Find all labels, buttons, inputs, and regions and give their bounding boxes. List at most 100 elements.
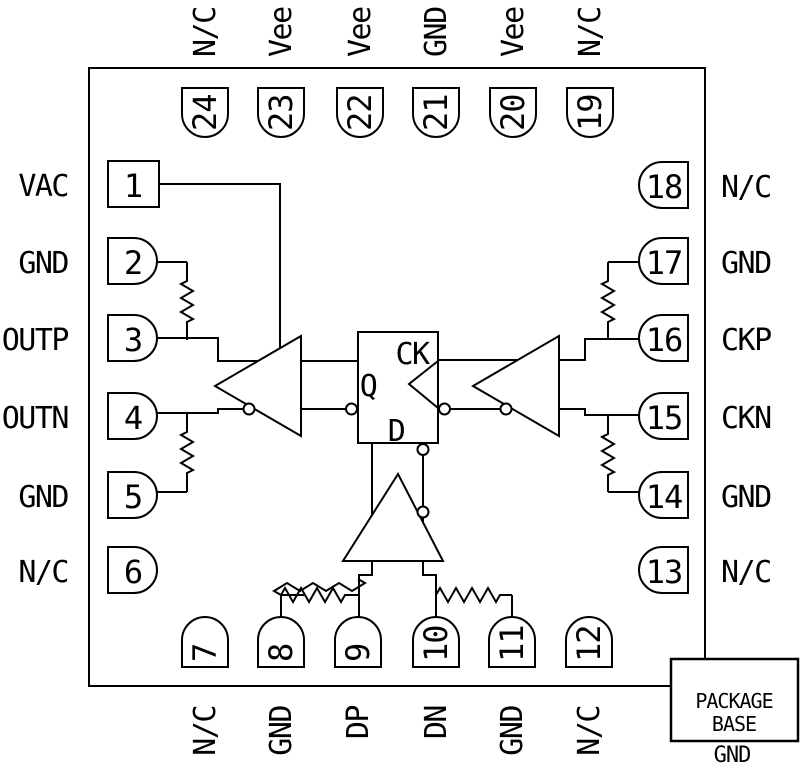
pin-8-pad <box>257 616 305 668</box>
pin-20-number: 20 <box>494 94 532 131</box>
pin-19-number: 19 <box>571 94 609 131</box>
pin-22-name: Vee <box>343 7 378 57</box>
inversion-bubble-dataamp <box>416 505 430 519</box>
pin-16-pad <box>638 314 689 362</box>
pin-20: 20 Vee <box>489 7 537 138</box>
clock-buffer-triangle <box>471 334 560 438</box>
pin-3-name: OUTP <box>2 323 69 358</box>
pin-19: 19 N/C <box>566 7 614 138</box>
pin-13-number: 13 <box>646 553 683 591</box>
package-base-ground-label: GND <box>714 743 751 764</box>
pin-9-pad <box>334 616 382 668</box>
pin-12-number: 12 <box>570 625 608 662</box>
pin-7: 7 N/C <box>181 616 229 756</box>
pin-1: 1 VAC <box>18 160 160 208</box>
resistor-dn-gnd11-zigzag <box>435 585 512 605</box>
resistor-outn-gnd5 <box>178 413 196 492</box>
pin-3: 3 OUTP <box>2 314 158 362</box>
resistor-gnd8-dp-zigzag <box>280 585 359 605</box>
pin-6: 6 N/C <box>18 546 158 594</box>
wire-vac <box>159 183 281 348</box>
pin-24-name: N/C <box>188 7 223 57</box>
pin-2: 2 GND <box>18 237 158 285</box>
pin-2-number: 2 <box>124 244 142 282</box>
pin-22-number: 22 <box>341 94 379 131</box>
pin-14-pad <box>638 471 689 519</box>
pin-5-number: 5 <box>124 478 142 516</box>
pin-6-name: N/C <box>18 555 68 590</box>
pin-9: 9 DP <box>334 616 382 739</box>
pin-9-number: 9 <box>339 644 377 662</box>
resistor-gnd2-outp <box>178 262 196 340</box>
pin-21-pad <box>412 87 460 138</box>
pin-8-name: GND <box>264 706 299 756</box>
pin-23-number: 23 <box>262 94 300 131</box>
pin-20-pad <box>489 87 537 138</box>
pin-17-name: GND <box>721 246 771 281</box>
flipflop-d-label: D <box>388 414 405 449</box>
pin-23-pad <box>257 87 305 138</box>
pin-7-number: 7 <box>186 644 224 662</box>
pin-1-pad <box>107 160 160 208</box>
d-flipflop-box <box>357 331 439 444</box>
inversion-bubble-ckbar <box>438 402 451 416</box>
pin-10-pad <box>412 616 460 668</box>
clock-edge-chevron-icon <box>407 360 439 409</box>
pin-11-number: 11 <box>493 625 531 662</box>
pin-12-name: N/C <box>572 706 607 756</box>
pin-13: 13 N/C <box>638 546 772 594</box>
pin-21-name: GND <box>419 7 454 57</box>
output-buffer-triangle <box>213 334 302 438</box>
wire-dn <box>422 561 437 618</box>
pin-14: 14 GND <box>638 471 773 519</box>
resistor-gnd17-ckp <box>599 262 617 339</box>
package-base-line1: PACKAGE <box>695 689 772 713</box>
pin-13-name: N/C <box>721 555 771 590</box>
inversion-bubble-outn <box>242 402 256 416</box>
inversion-bubble-qbar <box>345 402 358 416</box>
pin-12: 12 N/C <box>565 616 613 756</box>
pin-23-name: Vee <box>264 7 299 57</box>
pin-6-pad <box>107 546 158 594</box>
resistor-gnd8-dp <box>272 578 367 596</box>
pin-5-pad <box>107 471 158 519</box>
pin-21-number: 21 <box>417 94 455 131</box>
pin-17: 17 GND <box>638 237 773 285</box>
pin-24: 24 N/C <box>181 7 229 138</box>
pin-2-name: GND <box>18 246 68 281</box>
pin-23: 23 Vee <box>257 7 305 138</box>
pin-4-pad <box>107 392 158 440</box>
pin-11: 11 GND <box>488 616 536 756</box>
pin-18-number: 18 <box>646 168 683 206</box>
pin-22: 22 Vee <box>336 7 384 138</box>
pin-15-pad <box>638 392 689 440</box>
pin-18: 18 N/C <box>638 161 772 209</box>
inversion-bubble-clockamp <box>499 402 513 416</box>
pin-17-number: 17 <box>646 244 683 282</box>
pin-19-name: N/C <box>573 7 608 57</box>
pin-13-pad <box>638 546 689 594</box>
package-base-line2: BASE <box>712 712 756 736</box>
pin-3-pad <box>107 314 158 362</box>
pin-10-name: DN <box>419 706 454 740</box>
pin-7-pad <box>181 616 229 668</box>
pin-4-number: 4 <box>124 399 142 437</box>
wire-dp <box>358 561 373 618</box>
pin-3-number: 3 <box>124 321 142 359</box>
pin-10: 10 DN <box>412 616 460 740</box>
pin-22-pad <box>336 87 384 138</box>
pin-15: 15 CKN <box>638 392 773 440</box>
pin-7-name: N/C <box>188 706 223 756</box>
flipflop-clock-label: CK <box>395 337 430 372</box>
pin-4: 4 OUTN <box>2 392 158 440</box>
pin-11-pad <box>488 616 536 668</box>
pin-20-name: Vee <box>496 7 531 57</box>
pin-15-name: CKN <box>721 401 771 436</box>
pin-5-name: GND <box>18 480 68 515</box>
pin-4-name: OUTN <box>2 401 69 436</box>
pin-8-number: 8 <box>262 644 300 662</box>
pin-5: 5 GND <box>18 471 158 519</box>
pin-16: 16 CKP <box>638 314 773 362</box>
pin-11-name: GND <box>495 706 530 756</box>
package-base: PACKAGE BASE GND <box>669 657 800 768</box>
